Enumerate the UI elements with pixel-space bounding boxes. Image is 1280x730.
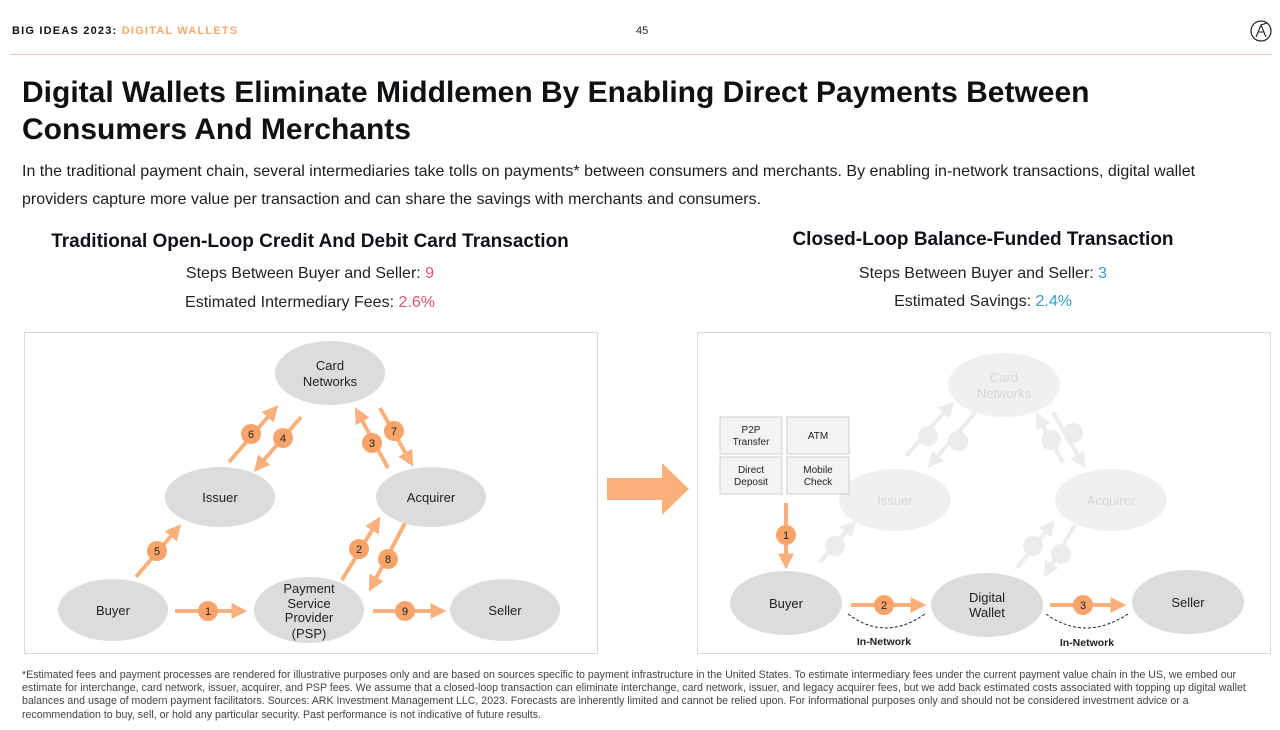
- funding-atm: ATM: [786, 416, 850, 455]
- step-badge-4-text: 4: [280, 433, 286, 445]
- page-title: Digital Wallets Eliminate Middlemen By E…: [22, 76, 1090, 146]
- funding-mobile-line2: Check: [804, 477, 833, 488]
- node-psp: Payment Service Provider (PSP): [254, 577, 364, 643]
- step-badge-2: 2: [349, 539, 369, 559]
- faded-issuer-label: Issuer: [877, 493, 913, 508]
- funding-atm-label: ATM: [808, 431, 828, 442]
- page-number: 45: [636, 25, 649, 37]
- section-label: DIGITAL WALLETS: [121, 25, 239, 37]
- right-node-wallet: Digital Wallet: [931, 573, 1043, 637]
- in-network-label-1: In-Network: [857, 636, 911, 648]
- left-fees-stat: Estimated Intermediary Fees: 2.6%: [22, 294, 598, 312]
- right-node-wallet-line2: Wallet: [969, 605, 1005, 620]
- left-steps-stat: Steps Between Buyer and Seller: 9: [22, 265, 598, 283]
- right-steps-value: 3: [1098, 265, 1108, 282]
- funding-p2p-line1: P2P: [742, 425, 761, 436]
- node-issuer: Issuer: [165, 467, 275, 527]
- footnote: *Estimated fees and payment processes ar…: [22, 669, 1246, 721]
- right-node-buyer: Buyer: [730, 571, 842, 635]
- step-badge-8: 8: [378, 549, 398, 569]
- left-diagram: Card Networks Issuer Acquirer Buyer Paym…: [58, 341, 560, 643]
- node-psp-line3: Provider: [285, 610, 334, 625]
- funding-mobile-line1: Mobile: [803, 465, 833, 476]
- right-node-wallet-line1: Digital: [969, 590, 1005, 605]
- step-badge-5-text: 5: [154, 546, 160, 558]
- node-issuer-label: Issuer: [202, 490, 238, 505]
- left-fees-value: 2.6%: [398, 294, 435, 311]
- right-diagram-box: [697, 332, 1271, 654]
- funding-mobile-check: Mobile Check: [786, 456, 850, 495]
- node-psp-line4: (PSP): [292, 626, 327, 641]
- right-steps-stat: Steps Between Buyer and Seller: 3: [696, 265, 1270, 283]
- node-buyer: Buyer: [58, 579, 168, 641]
- in-network-label-2: In-Network: [1060, 637, 1114, 649]
- funding-p2p-transfer: P2P Transfer: [719, 416, 783, 455]
- step-badge-6: 6: [241, 424, 261, 444]
- node-psp-line1: Payment: [283, 581, 335, 596]
- funding-sources: P2P Transfer ATM Direct Deposit Mobile C…: [719, 416, 850, 495]
- left-fees-label: Estimated Intermediary Fees:: [185, 294, 395, 311]
- right-node-seller-label: Seller: [1171, 595, 1205, 610]
- right-steps-label: Steps Between Buyer and Seller:: [858, 265, 1094, 282]
- faded-network: Card Networks Issuer Acquirer: [818, 353, 1167, 578]
- right-step-badge-3: 3: [1073, 595, 1093, 615]
- transition-arrow-icon: [607, 463, 689, 515]
- faded-acquirer-label: Acquirer: [1087, 493, 1136, 508]
- left-panel-title: Traditional Open-Loop Credit And Debit C…: [51, 231, 569, 252]
- ark-logo-icon: [1250, 20, 1272, 42]
- node-buyer-label: Buyer: [96, 603, 131, 618]
- step-badge-3-text: 3: [369, 438, 375, 450]
- step-badge-3: 3: [362, 433, 382, 453]
- right-savings-label: Estimated Savings:: [894, 293, 1032, 310]
- node-seller-label: Seller: [488, 603, 522, 618]
- node-acquirer: Acquirer: [376, 467, 486, 527]
- node-psp-line2: Service: [287, 596, 330, 611]
- right-diagram: Card Networks Issuer Acquirer P2P Transf…: [719, 353, 1244, 649]
- step-badge-7-text: 7: [391, 426, 397, 438]
- faded-card-networks-line2: Networks: [977, 386, 1032, 401]
- step-badge-8-text: 8: [385, 554, 391, 566]
- node-card-networks-line1: Card: [316, 358, 344, 373]
- right-step-badge-3-text: 3: [1080, 600, 1086, 612]
- step-badge-4: 4: [273, 428, 293, 448]
- step-badge-1: 1: [198, 601, 218, 621]
- funding-direct-line2: Deposit: [734, 477, 768, 488]
- right-panel-title: Closed-Loop Balance-Funded Transaction: [792, 229, 1174, 250]
- step-badge-9: 9: [395, 601, 415, 621]
- step-badge-6-text: 6: [248, 429, 254, 441]
- left-steps-label: Steps Between Buyer and Seller:: [185, 265, 421, 282]
- right-step-badge-1-text: 1: [783, 530, 789, 542]
- right-savings-value: 2.4%: [1035, 293, 1072, 310]
- funding-p2p-line2: Transfer: [733, 437, 771, 448]
- right-node-seller: Seller: [1132, 570, 1244, 634]
- funding-direct-line1: Direct: [738, 465, 764, 476]
- page-subtitle: In the traditional payment chain, severa…: [22, 163, 1196, 208]
- funding-direct-deposit: Direct Deposit: [719, 456, 783, 495]
- node-card-networks-line2: Networks: [303, 374, 358, 389]
- right-step-badge-2-text: 2: [881, 600, 887, 612]
- node-card-networks: Card Networks: [275, 341, 385, 405]
- step-badge-1-text: 1: [205, 606, 211, 618]
- step-badge-7: 7: [384, 421, 404, 441]
- left-steps-value: 9: [425, 265, 435, 282]
- step-badge-2-text: 2: [356, 544, 362, 556]
- node-seller: Seller: [450, 579, 560, 641]
- right-step-badge-2: 2: [874, 595, 894, 615]
- node-acquirer-label: Acquirer: [407, 490, 456, 505]
- left-diagram-box: [24, 332, 598, 654]
- series-label: BIG IDEAS 2023:: [12, 25, 118, 37]
- right-step-badge-1: 1: [776, 525, 796, 545]
- right-node-buyer-label: Buyer: [769, 596, 804, 611]
- right-savings-stat: Estimated Savings: 2.4%: [696, 293, 1270, 311]
- header-series: BIG IDEAS 2023: DIGITAL WALLETS: [12, 25, 238, 37]
- step-badge-5: 5: [147, 541, 167, 561]
- header-divider: [10, 54, 1272, 55]
- faded-card-networks-line1: Card: [990, 370, 1018, 385]
- step-badge-9-text: 9: [402, 606, 408, 618]
